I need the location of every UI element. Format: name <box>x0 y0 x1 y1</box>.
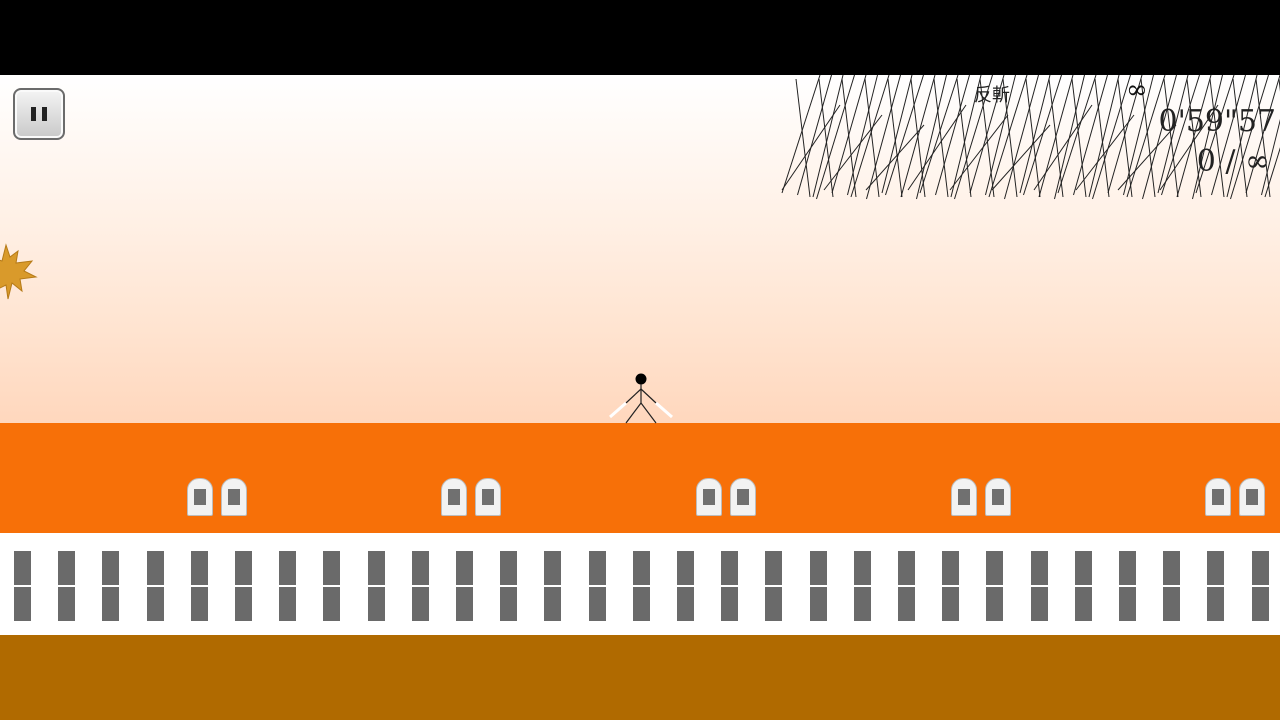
pause-button[interactable] <box>13 88 65 140</box>
balustrade-post <box>58 587 75 621</box>
hud-mode-label: 反斬 <box>974 85 1010 106</box>
roof-dormer <box>221 478 247 516</box>
balustrade-post <box>898 551 915 585</box>
balustrade-post <box>323 551 340 585</box>
rooftop <box>0 423 1280 533</box>
balustrade-post <box>677 551 694 585</box>
balustrade-post <box>1252 587 1269 621</box>
balustrade-post <box>1163 551 1180 585</box>
balustrade-post <box>147 551 164 585</box>
balustrade-post <box>633 551 650 585</box>
roof-dormer <box>985 478 1011 516</box>
balustrade-post <box>412 551 429 585</box>
balustrade-post <box>765 587 782 621</box>
maple-leaf-icon <box>0 243 38 300</box>
balustrade-post <box>1075 551 1092 585</box>
balustrade-post <box>102 587 119 621</box>
balustrade-post <box>721 587 738 621</box>
roof-dormer <box>187 478 213 516</box>
balustrade-post <box>986 551 1003 585</box>
balustrade-post <box>1119 551 1136 585</box>
balustrade-post <box>677 587 694 621</box>
balustrade-post <box>279 587 296 621</box>
balustrade-post <box>102 551 119 585</box>
balustrade-post <box>544 551 561 585</box>
balustrade-post <box>1163 587 1180 621</box>
roof-dormer <box>475 478 501 516</box>
balustrade-post <box>191 587 208 621</box>
balustrade-post <box>500 551 517 585</box>
balustrade-post <box>368 587 385 621</box>
balustrade-post <box>1207 551 1224 585</box>
balustrade-post <box>147 587 164 621</box>
balustrade-post <box>1031 551 1048 585</box>
balustrade-post <box>191 551 208 585</box>
balustrade-post <box>235 587 252 621</box>
balustrade-post <box>235 551 252 585</box>
balustrade-post <box>810 551 827 585</box>
top-letterbox <box>0 0 1280 75</box>
player-stick-figure[interactable] <box>600 367 680 427</box>
balustrade-post <box>942 587 959 621</box>
sky-background <box>0 75 1280 423</box>
hud-timer: 0'59"57 <box>1158 104 1276 139</box>
balustrade-post <box>721 551 738 585</box>
roof-dormer <box>696 478 722 516</box>
balustrade-post <box>456 587 473 621</box>
ground <box>0 635 1280 720</box>
balustrade-post <box>1075 587 1092 621</box>
balustrade-post <box>1207 587 1224 621</box>
balustrade-post <box>368 551 385 585</box>
balustrade-post <box>544 587 561 621</box>
balustrade-post <box>1031 587 1048 621</box>
balustrade-post <box>1252 551 1269 585</box>
roof-dormer <box>441 478 467 516</box>
balustrade-post <box>323 587 340 621</box>
balustrade-post <box>412 587 429 621</box>
balustrade-post <box>500 587 517 621</box>
balustrade-post <box>810 587 827 621</box>
balustrade-post <box>279 551 296 585</box>
hud-score: 0 / ∞ <box>1196 144 1270 179</box>
balustrade-post <box>589 551 606 585</box>
roof-dormer <box>1239 478 1265 516</box>
roof-dormer <box>1205 478 1231 516</box>
balustrade-post <box>765 551 782 585</box>
balustrade-post <box>854 587 871 621</box>
balustrade-post <box>14 551 31 585</box>
balustrade-post <box>854 551 871 585</box>
balustrade-post <box>942 551 959 585</box>
rain-hatch-overlay <box>781 75 1280 200</box>
roof-dormer <box>951 478 977 516</box>
hud-lives: ∞ <box>1126 75 1148 105</box>
balustrade-post <box>14 587 31 621</box>
balustrade-post <box>58 551 75 585</box>
balustrade-post <box>898 587 915 621</box>
balustrade-post <box>456 551 473 585</box>
balustrade-post <box>589 587 606 621</box>
roof-dormer <box>730 478 756 516</box>
balustrade-post <box>986 587 1003 621</box>
balustrade-post <box>633 587 650 621</box>
game-scene: 反斬 ∞ 0'59"57 0 / ∞ <box>0 75 1280 720</box>
balustrade-post <box>1119 587 1136 621</box>
